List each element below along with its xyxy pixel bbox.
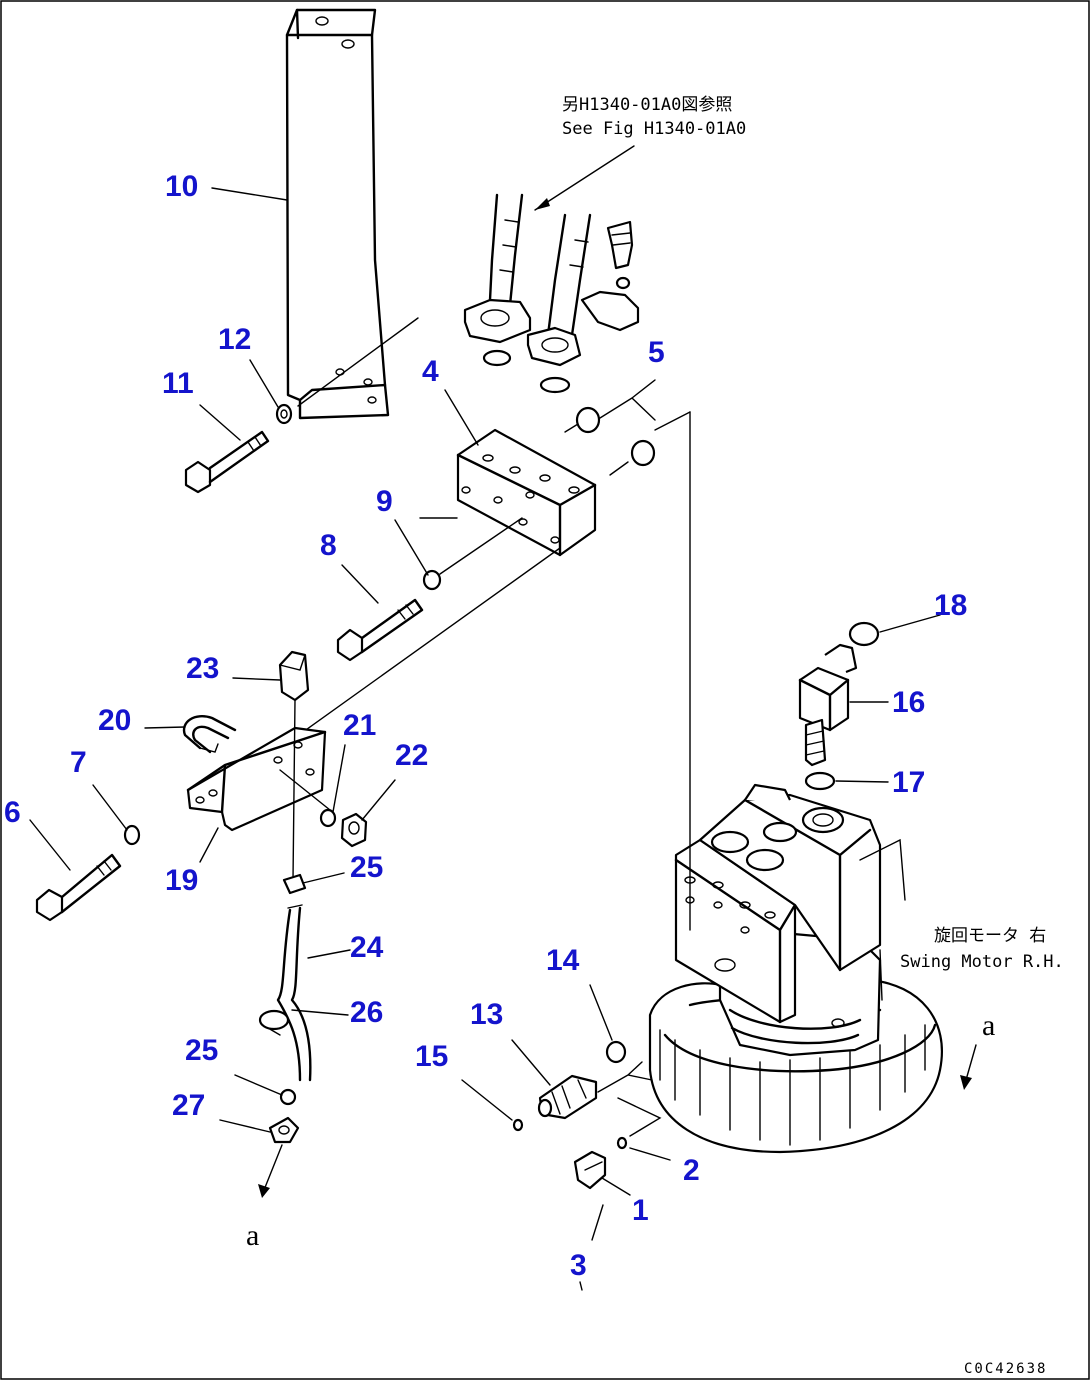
callout-3: 3 bbox=[570, 1249, 587, 1282]
callout-2: 2 bbox=[683, 1154, 700, 1187]
callout-23: 23 bbox=[186, 652, 219, 685]
callout-27: 27 bbox=[172, 1089, 205, 1122]
callout-leaders bbox=[29, 187, 941, 1291]
fitting-13 bbox=[537, 1074, 598, 1120]
callout-24: 24 bbox=[350, 931, 384, 964]
swing-motor-label-en: Swing Motor R.H. bbox=[900, 952, 1064, 972]
bolt-11 bbox=[184, 430, 270, 494]
callout-1: 1 bbox=[632, 1194, 649, 1227]
o-ring-17 bbox=[804, 771, 836, 791]
callout-numbers: 10 12 11 4 5 9 8 23 20 21 22 7 6 19 25 2… bbox=[4, 170, 967, 1282]
callout-25-lower: 25 bbox=[185, 1034, 218, 1067]
washer-7 bbox=[123, 824, 141, 846]
nut-22 bbox=[340, 812, 368, 848]
callout-7: 7 bbox=[70, 746, 87, 779]
callout-22: 22 bbox=[395, 739, 428, 772]
callout-15: 15 bbox=[415, 1040, 448, 1073]
o-ring-2 bbox=[616, 1136, 628, 1150]
connector-label-left: a bbox=[246, 1219, 259, 1252]
bolt-8 bbox=[336, 598, 424, 662]
callout-4: 4 bbox=[422, 355, 439, 388]
o-ring-15 bbox=[512, 1118, 524, 1132]
hose-assembly-upper bbox=[463, 193, 640, 394]
callout-11: 11 bbox=[162, 367, 194, 400]
figure-reference-en: See Fig H1340-01A0 bbox=[562, 119, 746, 139]
bolt-6 bbox=[35, 853, 122, 922]
washer-9 bbox=[422, 569, 442, 591]
callout-19: 19 bbox=[165, 864, 198, 897]
figure-reference-jp: 另H1340-01A0図参照 bbox=[562, 95, 732, 115]
washer-12 bbox=[275, 403, 293, 425]
bracket-plate-10 bbox=[285, 8, 390, 420]
callout-8: 8 bbox=[320, 529, 337, 562]
callout-18: 18 bbox=[934, 589, 967, 622]
callout-10: 10 bbox=[165, 170, 198, 203]
callout-21: 21 bbox=[343, 709, 376, 742]
washer-21 bbox=[319, 808, 337, 828]
tube-24 bbox=[276, 904, 312, 1082]
bracket-19 bbox=[186, 726, 327, 832]
callout-25-upper: 25 bbox=[350, 851, 383, 884]
callout-12: 12 bbox=[218, 323, 251, 356]
connector-label-right: a bbox=[982, 1009, 995, 1042]
valve-block-4 bbox=[456, 428, 597, 557]
plug-18 bbox=[848, 621, 880, 647]
callout-9: 9 bbox=[376, 485, 393, 518]
callout-16: 16 bbox=[892, 686, 925, 719]
swing-motor-rh bbox=[648, 783, 943, 1154]
o-rings-5 bbox=[575, 406, 656, 467]
callout-20: 20 bbox=[98, 704, 131, 737]
callout-14: 14 bbox=[546, 944, 580, 977]
clamp-26 bbox=[258, 1009, 290, 1036]
fitting-1 bbox=[573, 1150, 607, 1190]
callout-17: 17 bbox=[892, 766, 925, 799]
clip-25-lower bbox=[279, 1088, 297, 1106]
callout-5: 5 bbox=[648, 336, 665, 369]
clip-20 bbox=[182, 715, 237, 754]
o-ring-14 bbox=[605, 1040, 627, 1064]
callout-26: 26 bbox=[350, 996, 383, 1029]
cap-23 bbox=[278, 650, 310, 702]
callout-6: 6 bbox=[4, 796, 21, 829]
connector-arrow-right bbox=[960, 1044, 977, 1090]
swing-motor-label-jp: 旋回モータ 右 bbox=[934, 926, 1046, 946]
clip-25-upper bbox=[282, 873, 307, 895]
valve-16 bbox=[798, 643, 858, 767]
callout-13: 13 bbox=[470, 998, 503, 1031]
figure-code: C0C42638 bbox=[964, 1361, 1047, 1377]
fitting-27 bbox=[268, 1116, 300, 1144]
